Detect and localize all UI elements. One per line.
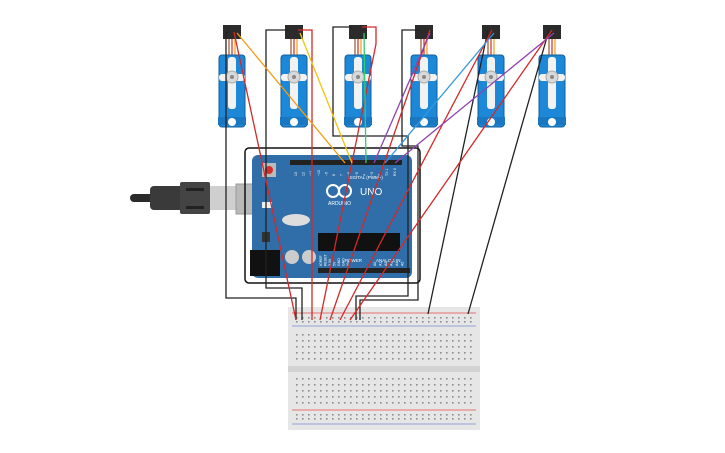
pin-label: A4 (395, 262, 399, 266)
wire (384, 32, 495, 164)
wire (225, 31, 297, 320)
wire (363, 32, 367, 164)
servo-connector (349, 25, 367, 39)
pin-label: 8 (332, 174, 336, 176)
pin-label: A2 (384, 262, 388, 266)
crystal (282, 214, 310, 226)
board-brand: ARDUINO (328, 201, 351, 207)
pin-label: 7 (340, 174, 344, 176)
pin-label: 13 (294, 172, 298, 176)
servo-motor (538, 25, 566, 128)
wire (298, 29, 313, 320)
pin-label: GND (342, 258, 346, 266)
pin-label: IOREF (319, 255, 323, 266)
microcontroller-chip (318, 233, 400, 251)
power-jack (250, 250, 280, 276)
wire (236, 32, 346, 164)
pin-label: TX 1 (385, 169, 389, 176)
arduino-board: UNO ARDUINO DIGITAL (PWM~) POWER ANALOG … (244, 147, 421, 284)
capacitor-1 (285, 250, 299, 264)
power-header-label: POWER (345, 258, 363, 263)
pin-label: 5V (333, 261, 337, 266)
pin-label: 3.3V (328, 258, 332, 266)
wire (467, 29, 550, 315)
pin-label: RESET (324, 253, 328, 266)
pin-label: ~5 (355, 172, 359, 176)
servo-motor (218, 25, 246, 128)
pin-label: ~10 (317, 170, 321, 176)
servo-connector (223, 25, 241, 39)
wire (233, 31, 297, 321)
pin-label: 4 (362, 174, 366, 176)
board-name: UNO (360, 187, 382, 198)
wire (265, 29, 303, 320)
breadboard-center-channel (288, 366, 480, 372)
wire (319, 26, 377, 321)
breadboard (288, 307, 480, 430)
pin-label: A1 (379, 262, 383, 266)
pin-label: 12 (302, 172, 306, 176)
servo-connector (543, 25, 561, 39)
servo-connector (415, 25, 433, 39)
wire (373, 32, 431, 164)
pin-label: A5 (401, 262, 405, 266)
wire (299, 32, 353, 164)
wire (359, 29, 420, 320)
wire (427, 29, 489, 315)
wire (394, 32, 555, 164)
digital-header (290, 160, 402, 165)
servo-motor (280, 25, 308, 128)
pin-label: A3 (390, 262, 394, 266)
pin-label: ~11 (309, 170, 313, 176)
bottom-header (318, 268, 410, 273)
pin-label: ~3 (370, 172, 374, 176)
pin-label: RX 0 (393, 168, 397, 176)
capacitor-2 (302, 250, 316, 264)
wire (329, 29, 431, 321)
pin-label: ~9 (324, 172, 328, 176)
pin-label: A0 (373, 262, 377, 266)
pin-label: Vin (346, 261, 350, 266)
analog-header-label: ANALOG IN (376, 258, 401, 263)
wire (349, 29, 553, 321)
servo-connector (285, 25, 303, 39)
servo-motor (344, 25, 372, 128)
wire (339, 29, 493, 321)
digital-header-label: DIGITAL (PWM~) (348, 175, 383, 180)
pin-label: GND (337, 258, 341, 266)
